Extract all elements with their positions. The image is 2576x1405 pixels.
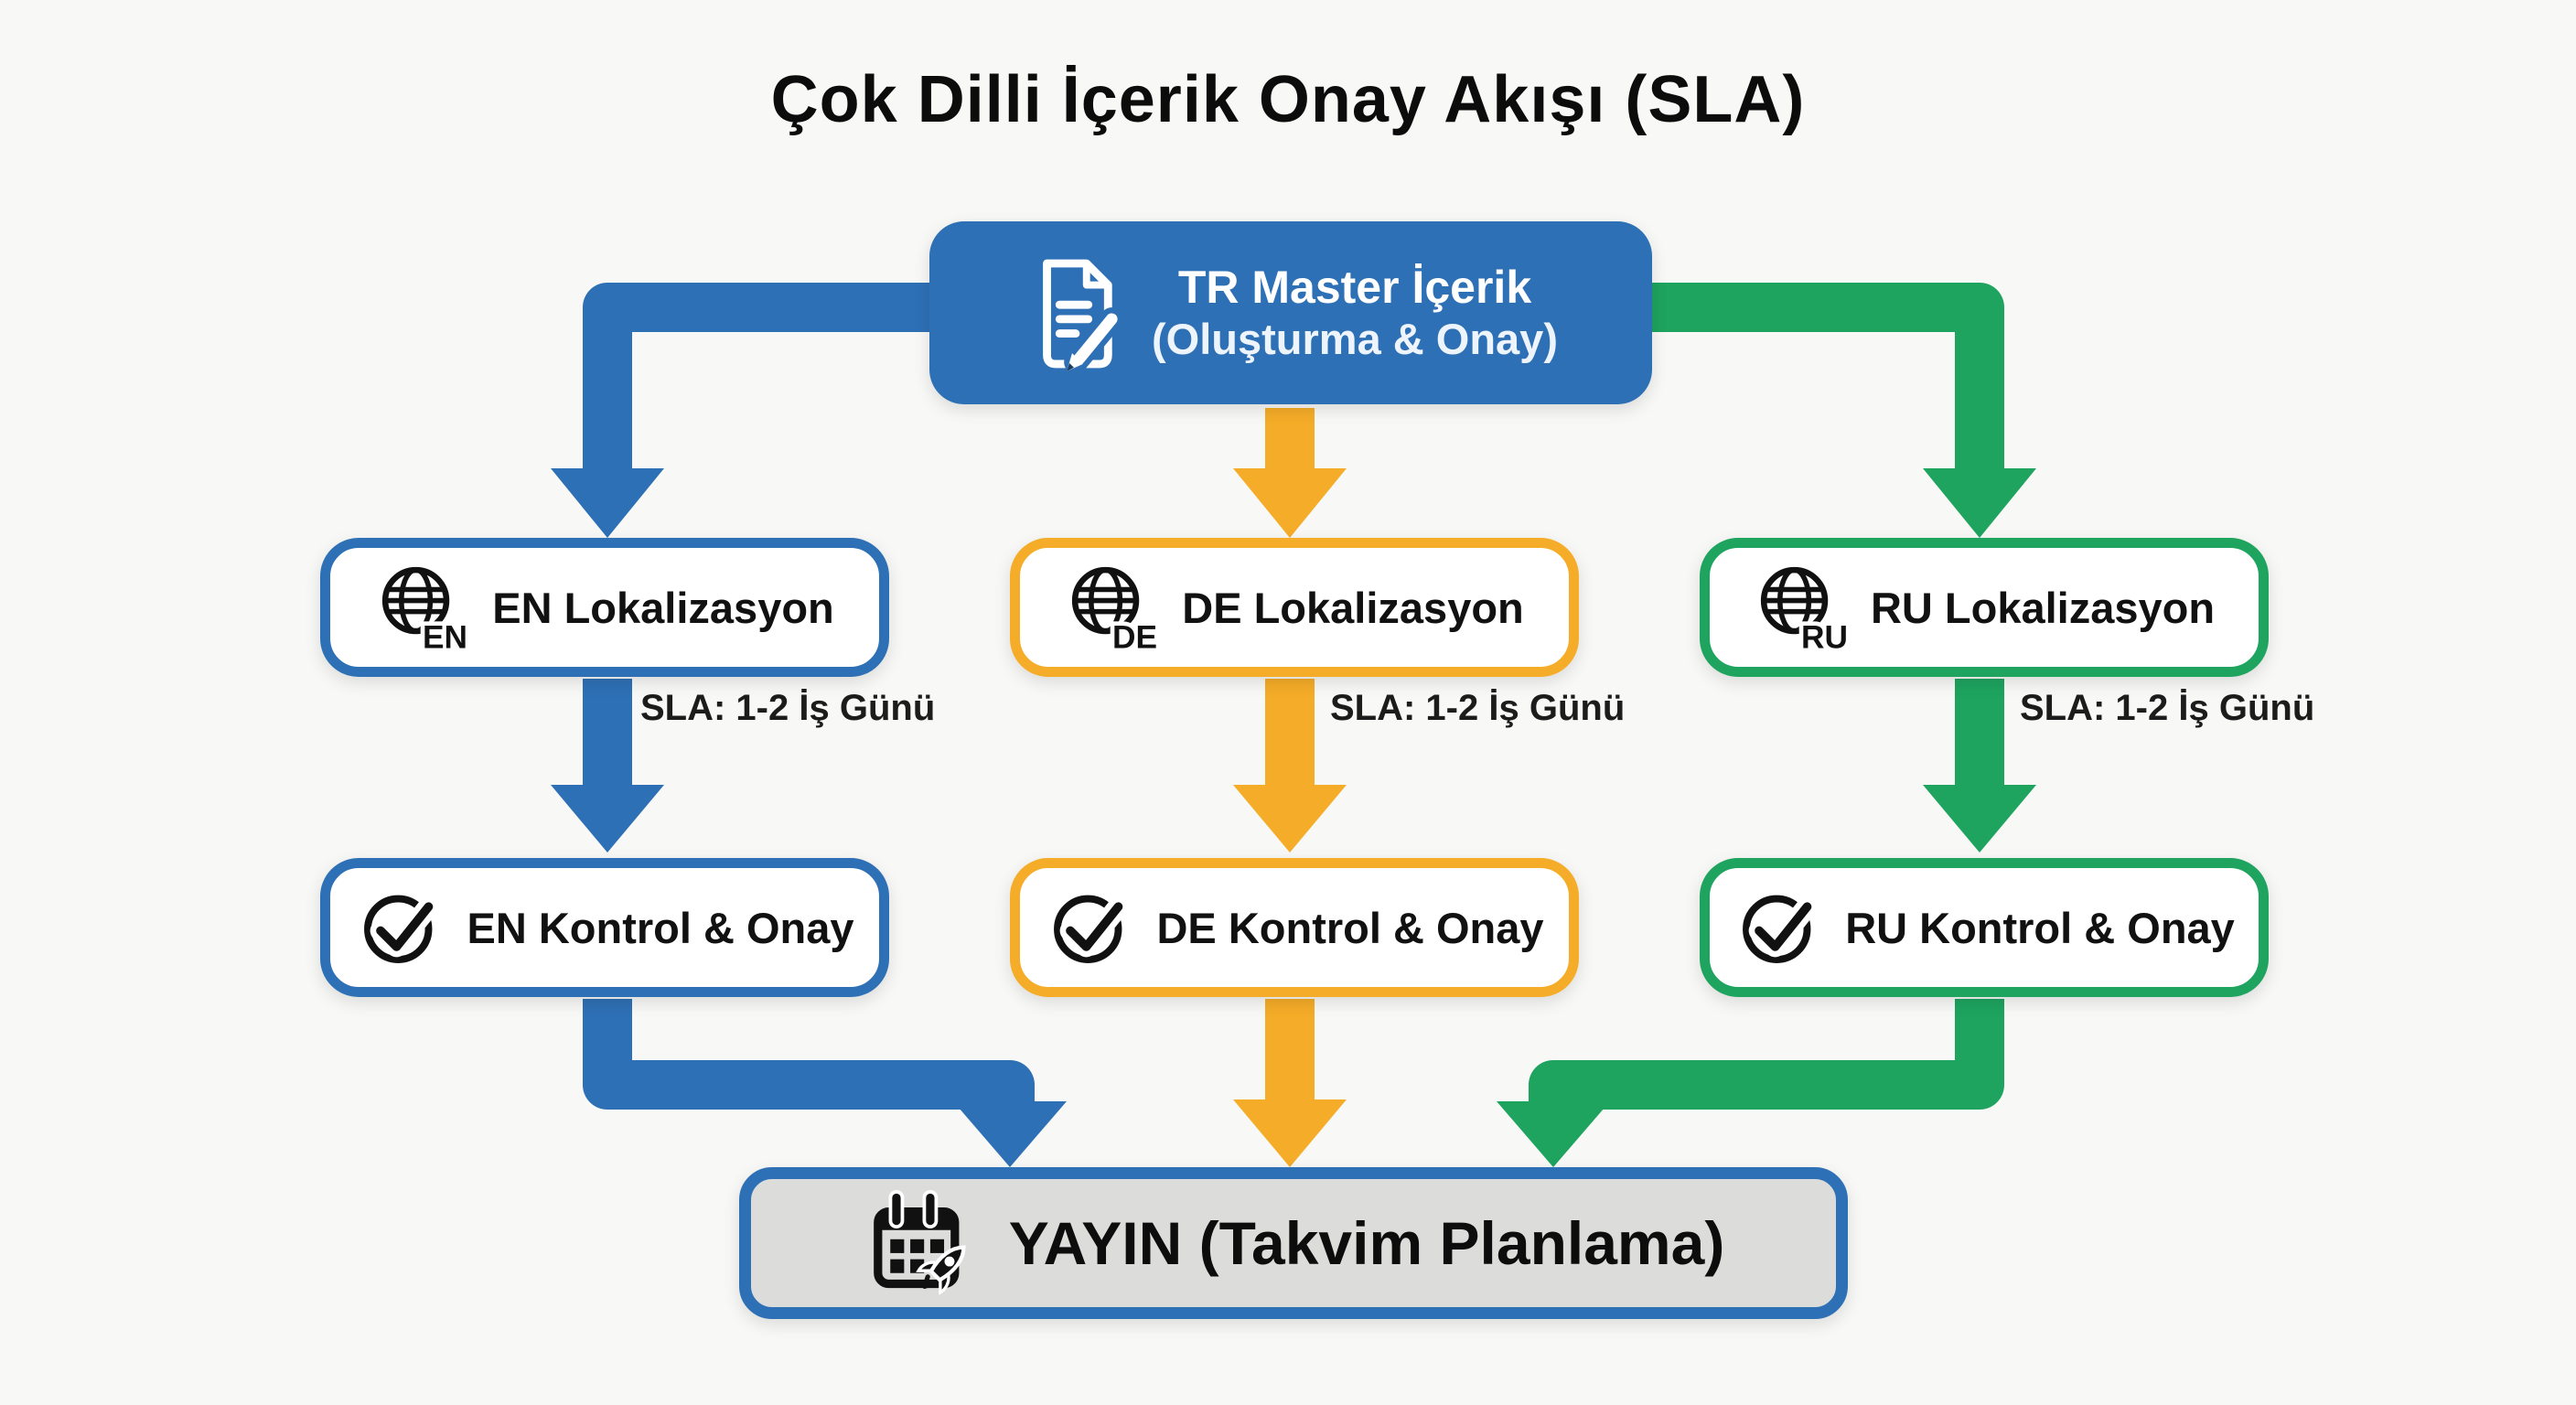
svg-text:DE: DE: [1112, 620, 1157, 656]
ru-review-label: RU Kontrol & Onay: [1845, 903, 2235, 952]
de-sla-label: SLA: 1-2 İş Günü: [1330, 688, 1626, 728]
ru-localization-label: RU Lokalizasyon: [1870, 583, 2216, 632]
en-sla-label: SLA: 1-2 İş Günü: [640, 688, 936, 728]
master-subtitle: (Oluşturma & Onay): [1152, 314, 1558, 363]
arrowhead-en-review-to-publish: [953, 1101, 1067, 1167]
de-review-label: DE Kontrol & Onay: [1156, 903, 1544, 952]
check-circle-en-icon: [364, 895, 440, 963]
node-en-localization: EN EN Lokalizasyon: [320, 538, 889, 677]
arrowhead-de-lok-to-review: [1233, 785, 1347, 853]
node-de-review: DE Kontrol & Onay: [1010, 858, 1579, 997]
ru-sla-label: SLA: 1-2 İş Günü: [2020, 688, 2315, 728]
svg-text:EN: EN: [423, 620, 467, 656]
arrow-master-to-ru: [1652, 283, 2004, 472]
arrowhead-en-lok-to-review: [551, 785, 664, 853]
calendar-rocket-icon: [873, 1190, 966, 1295]
node-tr-master: TR Master İçerik (Oluşturma & Onay): [929, 221, 1652, 404]
node-en-review: EN Kontrol & Onay: [320, 858, 889, 997]
node-de-localization: DE DE Lokalizasyon: [1010, 538, 1579, 677]
globe-en-icon: EN: [382, 566, 470, 659]
node-ru-review: RU Kontrol & Onay: [1700, 858, 2269, 997]
check-circle-de-icon: [1054, 895, 1130, 963]
svg-text:RU: RU: [1801, 620, 1848, 656]
de-localization-label: DE Lokalizasyon: [1182, 583, 1524, 632]
arrowhead-master-to-de: [1233, 468, 1347, 538]
arrowhead-master-to-en: [551, 468, 664, 538]
globe-ru-icon: RU: [1760, 566, 1849, 659]
arrowhead-ru-lok-to-review: [1923, 785, 2036, 853]
arrow-master-to-en: [583, 283, 929, 472]
check-circle-ru-icon: [1743, 895, 1819, 963]
publish-label: YAYIN (Takvim Planlama): [1008, 1209, 1725, 1277]
arrow-en-review-to-publish: [583, 999, 1035, 1110]
node-ru-localization: RU RU Lokalizasyon: [1700, 538, 2269, 677]
en-review-label: EN Kontrol & Onay: [467, 903, 854, 952]
page-title: Çok Dilli İçerik Onay Akışı (SLA): [770, 63, 1806, 136]
master-title: TR Master İçerik: [1177, 262, 1532, 314]
arrowhead-master-to-ru: [1923, 468, 2036, 538]
arrowhead-ru-review-to-publish: [1497, 1101, 1610, 1167]
globe-de-icon: DE: [1072, 566, 1160, 659]
arrowhead-de-review-to-publish: [1233, 1099, 1347, 1167]
node-publish: YAYIN (Takvim Planlama): [739, 1167, 1848, 1319]
document-edit-icon: [1043, 259, 1123, 371]
master-label-group: TR Master İçerik (Oluşturma & Onay): [1152, 262, 1558, 364]
en-localization-label: EN Lokalizasyon: [492, 583, 834, 632]
arrow-ru-review-to-publish: [1529, 999, 2004, 1110]
